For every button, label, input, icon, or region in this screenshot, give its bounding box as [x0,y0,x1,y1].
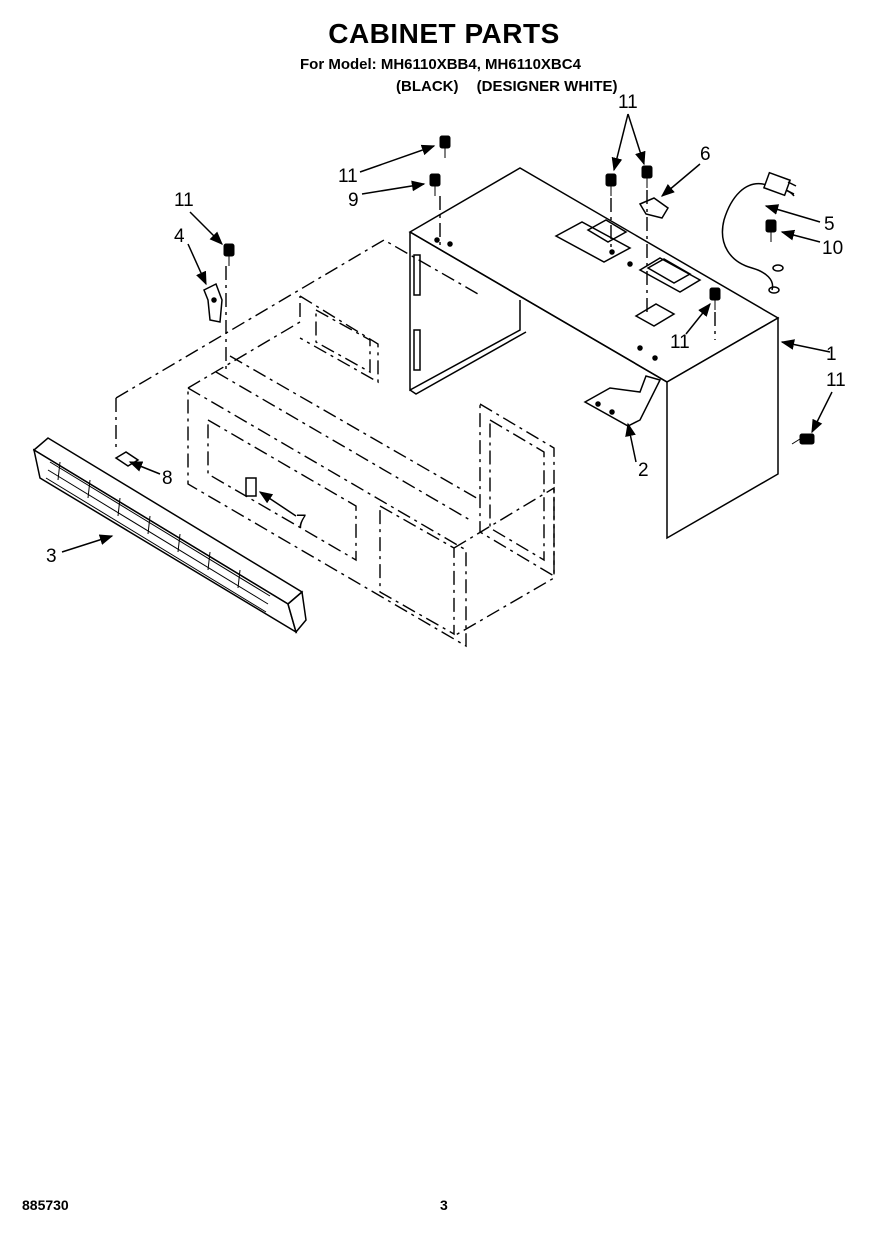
screw-icon [791,433,815,445]
callout-11-left: 11 [174,190,194,211]
model-subtitle: For Model: MH6110XBB4, MH6110XBC4 [300,56,581,73]
page-number: 3 [440,1197,448,1213]
callout-arrows [61,113,833,553]
page-title: CABINET PARTS [328,18,560,49]
callout-9: 9 [348,190,359,211]
screw-icon [223,243,235,266]
callout-3: 3 [46,546,57,567]
vent-grille [32,437,307,634]
screw-icon [641,165,653,188]
callout-7: 7 [296,512,307,533]
callout-11-side: 11 [826,370,846,391]
variant-designer-white: (DESIGNER WHITE) [476,78,618,95]
hinge-clip [203,282,223,323]
callout-10: 10 [822,238,843,259]
callout-5: 5 [824,214,835,235]
variant-black: (BLACK) [396,78,459,95]
power-cord [721,171,797,294]
screw-icon [439,135,451,158]
callout-8: 8 [162,468,173,489]
callout-1: 1 [826,344,837,365]
screws [223,135,815,445]
inner-chassis-phantom [115,190,716,648]
screw-icon [765,219,777,242]
cord-clip [638,197,669,219]
callout-11-cabinet-top: 11 [670,332,690,353]
callout-6: 6 [700,144,711,165]
callout-4: 4 [174,226,185,247]
callout-2: 2 [638,460,649,481]
document-number: 885730 [22,1197,69,1213]
color-variants: (BLACK) (DESIGNER WHITE) [396,78,632,95]
side-bracket [583,375,662,427]
screw-icon [709,287,721,310]
callout-11-top-right: 11 [618,92,638,113]
callout-11-top-center: 11 [338,166,358,187]
screw-icon [429,173,441,196]
cabinet-wrapper [408,167,780,540]
screw-icon [605,173,617,196]
latch-part [245,477,257,497]
